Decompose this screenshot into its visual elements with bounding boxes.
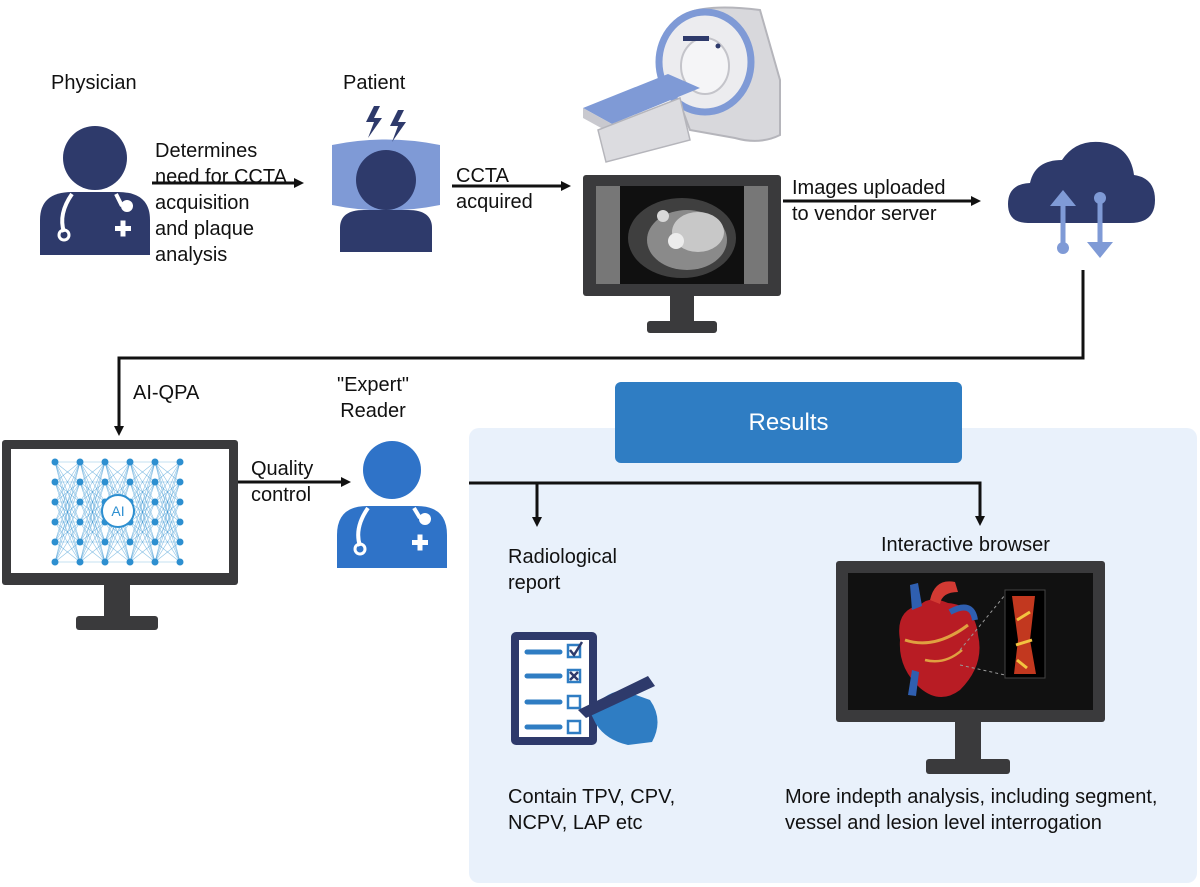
cloud-icon [1008, 141, 1155, 258]
network-node [151, 558, 159, 566]
network-node [76, 518, 84, 526]
connectors [114, 178, 1085, 527]
lightning-icon [366, 106, 382, 138]
network-node [176, 518, 184, 526]
browser-monitor [836, 561, 1105, 774]
edge-label-images-uploaded: Images uploaded to vendor server [792, 177, 946, 225]
vessel-icon [1012, 596, 1036, 674]
edge-label-physician-patient: Determines need for CCTA acquisition and… [155, 140, 287, 266]
ct-scanner-icon [583, 6, 781, 163]
ai-chip [101, 494, 135, 528]
network-node [101, 538, 109, 546]
network-node [151, 518, 159, 526]
network-node [176, 458, 184, 466]
network-node [76, 498, 84, 506]
network-node [151, 498, 159, 506]
network-node [101, 478, 109, 486]
physician-title: Physician [51, 72, 137, 94]
ai-network-icon: AI [51, 458, 184, 566]
network-node [151, 478, 159, 486]
browser-title: Interactive browser [881, 534, 1050, 556]
network-node [76, 558, 84, 566]
network-node [51, 538, 59, 546]
expert-reader-icon [337, 441, 447, 568]
network-node [151, 538, 159, 546]
lightning-icon [390, 110, 406, 142]
patient-icon [332, 106, 440, 252]
network-node [101, 458, 109, 466]
edge-label-ai-qpa: AI-QPA [133, 382, 200, 404]
patient-title: Patient [343, 72, 406, 94]
network-node [176, 558, 184, 566]
network-node [176, 498, 184, 506]
network-node [176, 478, 184, 486]
network-node [126, 478, 134, 486]
network-node [151, 458, 159, 466]
network-node [126, 558, 134, 566]
edge-label-ccta-acquired: CCTA acquired [456, 165, 533, 213]
network-node [51, 518, 59, 526]
heart-icon [899, 581, 980, 698]
network-node [126, 458, 134, 466]
report-caption: Contain TPV, CPV, NCPV, LAP etc [508, 786, 676, 834]
physician-icon [40, 126, 150, 255]
network-node [76, 458, 84, 466]
network-node [51, 498, 59, 506]
ai-monitor: AI [2, 440, 238, 630]
network-node [126, 538, 134, 546]
network-node [51, 478, 59, 486]
results-header: Results [615, 382, 962, 463]
network-node [76, 478, 84, 486]
network-node [176, 538, 184, 546]
ct-monitor [583, 175, 781, 333]
network-node [101, 558, 109, 566]
report-title: Radiological report [508, 546, 617, 594]
network-node [76, 538, 84, 546]
pen-icon [578, 676, 655, 718]
edge-label-quality-control: Quality control [251, 458, 314, 506]
reader-title: "Expert" Reader [336, 374, 409, 422]
network-node [51, 558, 59, 566]
ai-chip-label: AI [111, 503, 124, 519]
network-node [51, 458, 59, 466]
report-clipboard-icon [511, 632, 658, 745]
browser-caption: More indepth analysis, including segment… [785, 786, 1158, 834]
